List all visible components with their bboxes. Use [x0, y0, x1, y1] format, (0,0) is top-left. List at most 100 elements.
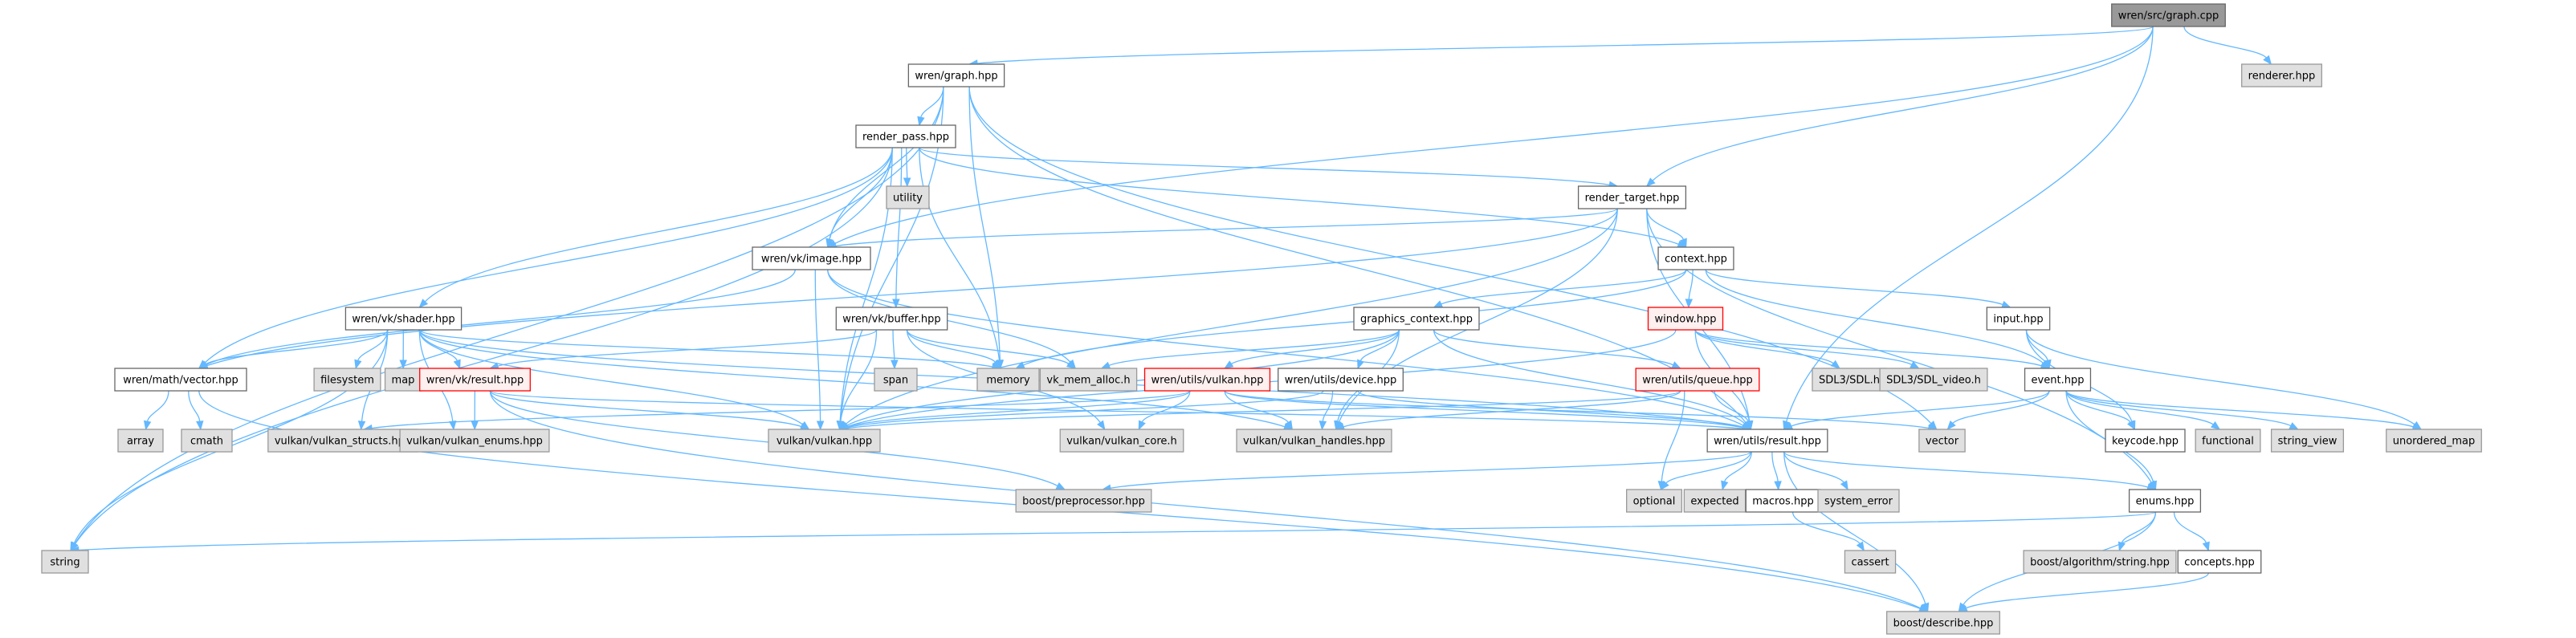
node-unordered-map[interactable]: unordered_map — [2386, 429, 2482, 453]
edge-line — [1343, 390, 1681, 428]
edge-render-pass-to-render-target — [919, 147, 1619, 189]
node-renderer[interactable]: renderer.hpp — [2241, 63, 2322, 87]
node-box — [2105, 429, 2186, 453]
node-vector[interactable]: vector — [1918, 429, 1966, 453]
edge-line — [919, 147, 1001, 361]
node-render-target[interactable]: render_target.hpp — [1577, 185, 1687, 209]
node-optional[interactable]: optional — [1626, 489, 1682, 513]
node-vulkan-hpp[interactable]: vulkan/vulkan.hpp — [768, 429, 881, 453]
node-vk-core[interactable]: vulkan/vulkan_core.h — [1059, 429, 1184, 453]
edge-line — [976, 26, 2154, 64]
node-label: wren/utils/result.hpp — [1714, 436, 1821, 448]
edge-line — [1108, 329, 1400, 366]
edge-line — [1771, 451, 1779, 482]
edge-window-to-sdl-video — [1694, 329, 1920, 369]
edge-graph-cpp-to-render-target — [1645, 26, 2154, 187]
node-sdl-video[interactable]: SDL3/SDL_video.h — [1879, 368, 1988, 392]
edge-render-pass-to-utility — [903, 147, 911, 188]
node-span[interactable]: span — [874, 368, 918, 392]
node-box — [2270, 429, 2345, 453]
node-system-error[interactable]: system_error — [1817, 489, 1900, 513]
node-array[interactable]: array — [117, 429, 164, 453]
edge-utils-queue-to-vk-handles — [1335, 390, 1681, 431]
edge-line — [814, 269, 821, 422]
edge-graphics-context-to-utils-queue — [1433, 329, 1681, 369]
node-utils-vulkan[interactable]: wren/utils/vulkan.hpp — [1143, 368, 1271, 392]
edge-line — [2173, 511, 2207, 543]
node-label: wren/src/graph.cpp — [2118, 10, 2219, 22]
node-functional[interactable]: functional — [2195, 429, 2261, 453]
edge-line — [920, 86, 944, 118]
node-vk-result[interactable]: wren/vk/result.hpp — [419, 368, 531, 392]
node-keycode[interactable]: keycode.hpp — [2105, 429, 2186, 453]
node-input[interactable]: input.hpp — [1986, 307, 2051, 331]
node-label: unordered_map — [2393, 436, 2476, 448]
node-label: utility — [893, 193, 923, 205]
node-macros[interactable]: macros.hpp — [1745, 489, 1821, 513]
node-box — [752, 246, 871, 270]
node-render-pass[interactable]: render_pass.hpp — [855, 124, 956, 148]
edge-line — [1224, 390, 1743, 429]
node-window[interactable]: window.hpp — [1647, 307, 1724, 331]
node-cmath[interactable]: cmath — [181, 429, 233, 453]
edge-line — [74, 86, 944, 544]
node-vk-handles[interactable]: vulkan/vulkan_handles.hpp — [1236, 429, 1392, 453]
node-box — [1879, 368, 1988, 392]
node-filesystem[interactable]: filesystem — [313, 368, 381, 392]
node-utils-result[interactable]: wren/utils/result.hpp — [1706, 429, 1828, 453]
node-label: functional — [2202, 436, 2254, 448]
arrowhead-icon — [1922, 602, 1930, 613]
node-concepts[interactable]: concepts.hpp — [2177, 550, 2262, 574]
node-box — [2195, 429, 2261, 453]
node-label: system_error — [1824, 496, 1893, 508]
edge-line — [1694, 329, 1834, 364]
node-boost-pp[interactable]: boost/preprocessor.hpp — [1015, 489, 1152, 513]
node-label: SDL3/SDL.h — [1819, 375, 1880, 387]
edge-line — [146, 390, 169, 422]
node-boost-describe[interactable]: boost/describe.hpp — [1886, 611, 2000, 635]
edge-event-to-vector — [1946, 390, 2050, 431]
node-graphics-context[interactable]: graphics_context.hpp — [1353, 307, 1480, 331]
node-utils-queue[interactable]: wren/utils/queue.hpp — [1635, 368, 1760, 392]
node-graph-hpp[interactable]: wren/graph.hpp — [907, 63, 1005, 87]
node-shader[interactable]: wren/vk/shader.hpp — [344, 307, 463, 331]
node-cassert[interactable]: cassert — [1844, 550, 1897, 574]
node-box — [1015, 489, 1152, 513]
node-math-vector[interactable]: wren/math/vector.hpp — [114, 368, 247, 392]
node-graph-cpp[interactable]: wren/src/graph.cpp — [2111, 3, 2226, 27]
node-context[interactable]: context.hpp — [1657, 246, 1734, 270]
node-label: render_target.hpp — [1585, 193, 1680, 205]
arrowhead-icon — [1783, 420, 1791, 431]
edge-line — [1783, 451, 1844, 483]
node-image[interactable]: wren/vk/image.hpp — [752, 246, 871, 270]
arrowhead-icon — [1856, 541, 1865, 552]
node-label: filesystem — [320, 375, 374, 387]
node-vk-structs[interactable]: vulkan/vulkan_structs.hpp — [267, 429, 418, 453]
node-buffer[interactable]: wren/vk/buffer.hpp — [835, 307, 948, 331]
node-event[interactable]: event.hpp — [2024, 368, 2092, 392]
edge-context-to-input — [1705, 269, 2011, 308]
node-boost-algo[interactable]: boost/algorithm/string.hpp — [2023, 550, 2177, 574]
edge-graph-hpp-to-string — [70, 86, 944, 552]
node-string-view[interactable]: string_view — [2270, 429, 2345, 453]
edge-buffer-to-memory — [906, 329, 1001, 370]
node-vk-enums[interactable]: vulkan/vulkan_enums.hpp — [399, 429, 550, 453]
edge-line — [919, 147, 1610, 186]
node-expected[interactable]: expected — [1683, 489, 1747, 513]
node-map[interactable]: map — [384, 368, 422, 392]
node-utils-device[interactable]: wren/utils/device.hpp — [1278, 368, 1404, 392]
node-box — [2128, 489, 2202, 513]
edge-line — [489, 390, 1058, 486]
node-vk-mem-alloc[interactable]: vk_mem_alloc.h — [1039, 368, 1138, 392]
node-box — [2111, 3, 2226, 27]
node-memory[interactable]: memory — [976, 368, 1040, 392]
arrowhead-icon — [2202, 541, 2210, 552]
edge-line — [1433, 329, 1746, 425]
node-box — [117, 429, 164, 453]
node-string[interactable]: string — [41, 550, 89, 574]
node-utility[interactable]: utility — [886, 185, 930, 209]
node-box — [874, 368, 918, 392]
node-sdl[interactable]: SDL3/SDL.h — [1812, 368, 1887, 392]
edge-vk-result-to-vk-enums — [471, 390, 479, 431]
node-enums[interactable]: enums.hpp — [2128, 489, 2202, 513]
